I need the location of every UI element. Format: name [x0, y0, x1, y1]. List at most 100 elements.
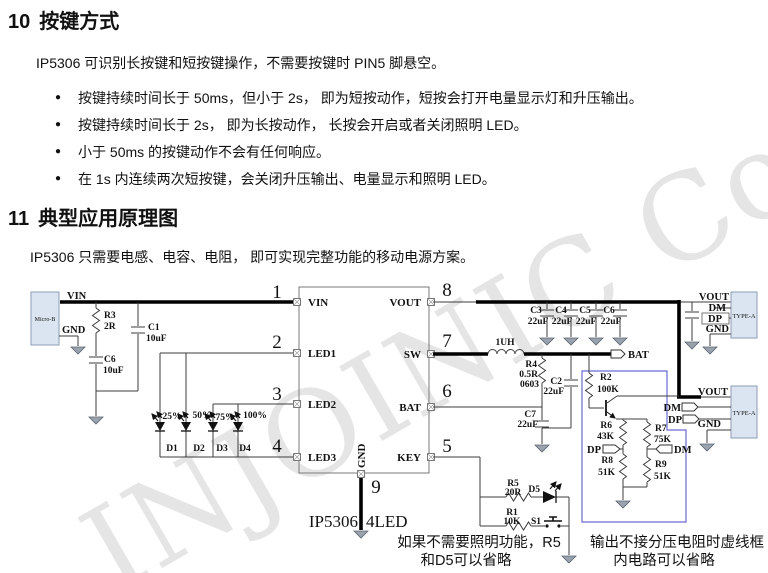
- resistor-r7: [643, 421, 651, 448]
- typea-top-cap: [685, 302, 699, 341]
- led-ref: D1: [166, 444, 178, 454]
- bullet-item: 按键持续时间长于 2s， 即为长按动作， 长按会开启或者关闭照明 LED。: [55, 115, 528, 135]
- divider-dm-label: DM: [674, 445, 692, 456]
- led-d5-arrow: [554, 483, 562, 492]
- ground-symbol: [70, 346, 86, 355]
- pin-number-5: 5: [442, 436, 452, 457]
- led-ref: D4: [239, 444, 251, 454]
- bat-terminal: [610, 349, 626, 359]
- c3-ref: C3: [530, 306, 542, 316]
- ground-symbol: [615, 500, 631, 509]
- pin-number-1: 1: [272, 282, 282, 303]
- ground-symbol: [612, 337, 628, 346]
- ground-symbol: [539, 337, 555, 346]
- c5-value: 22uF: [576, 317, 597, 327]
- ic-label-right: 4LED: [366, 512, 408, 531]
- led-d5-arrow: [549, 481, 557, 490]
- vout-output-network: C3 22uF C4 22uF C5 22uF C6 22uF TYPE-A V…: [433, 291, 758, 399]
- section-10-title: 按键方式: [39, 11, 120, 33]
- r3-ref: R3: [104, 311, 116, 321]
- led-ref: D2: [193, 444, 205, 454]
- resistor-r9: [643, 456, 651, 483]
- r6-ref: R6: [600, 421, 612, 431]
- pin-square: [293, 349, 301, 357]
- section-11-title: 典型应用原理图: [38, 208, 179, 230]
- c6-in-ref: C6: [104, 355, 116, 365]
- bullet-text: 在 1s 内连续两次短按键，会关闭升压输出、电量显示和照明 LED。: [78, 171, 496, 187]
- divider-wires: [616, 418, 648, 500]
- r5-value: 20R: [505, 488, 522, 498]
- typea-bot-vout: VOUT: [698, 387, 728, 398]
- transistor-collector-wire: [606, 395, 679, 404]
- key-note-line1: 如果不需要照明功能，R5: [397, 534, 561, 551]
- usb-divider-network: R2 100K R6 43K R7 75K R8 51K R9 51K DP D…: [581, 354, 692, 523]
- s1-ref: S1: [531, 517, 541, 527]
- led-percent: 50%: [193, 411, 212, 421]
- pin-square: [357, 470, 365, 478]
- r4-package: 0603: [520, 380, 539, 390]
- r3-c6-branch: [89, 302, 103, 391]
- ground-symbol: [561, 555, 577, 564]
- section-11-intro: IP5306 只需要电感、电容、电阻， 即可实现完整功能的移动电源方案。: [30, 249, 475, 265]
- divider-dp-label: DP: [587, 445, 602, 456]
- type-a-bottom-group: TYPE-A VOUT DM DP GND: [664, 385, 758, 452]
- typea-bot-dm: DM: [664, 403, 682, 414]
- ic-pin-gnd: GND: [356, 444, 368, 469]
- bullet-item: 按键持续时间长于 50ms，但小于 2s， 即为短按动作，短按会打开电量显示灯和…: [55, 88, 643, 108]
- r1-value: 10K: [504, 517, 522, 527]
- c1-value: 10uF: [146, 334, 167, 344]
- resistor-r8: [619, 453, 627, 480]
- r9-ref: R9: [655, 460, 667, 470]
- c2-ref: C2: [550, 377, 562, 387]
- r2-value: 100K: [597, 385, 619, 395]
- pin-number-6: 6: [442, 381, 452, 402]
- typea-top-vout: VOUT: [699, 292, 729, 303]
- c4-value: 22uF: [552, 317, 573, 327]
- pin-number-8: 8: [442, 280, 452, 301]
- c1-ref: C1: [148, 323, 160, 333]
- ic-pin-key: KEY: [397, 452, 421, 464]
- output-cap-bank: [540, 302, 627, 337]
- input-gnd-rail: [95, 390, 138, 416]
- resistor-r4: [538, 357, 546, 384]
- key-wires: [433, 456, 570, 555]
- c7-ref: C7: [524, 410, 536, 420]
- resistor-r2: [585, 372, 593, 399]
- optional-circuit-outline: [581, 370, 687, 523]
- r2-leads: [588, 354, 604, 409]
- pin-number-4: 4: [272, 436, 282, 457]
- typea-bot-gnd-wire: [706, 429, 731, 443]
- section-11-heading: 11 典型应用原理图: [8, 202, 178, 231]
- type-a-connector-bottom: [730, 385, 758, 439]
- r8-value: 51K: [598, 468, 616, 478]
- pin-number-3: 3: [272, 384, 282, 405]
- type-a-bottom-label: TYPE-A: [732, 410, 755, 417]
- pin-square: [293, 400, 301, 408]
- r8-ref: R8: [601, 456, 613, 466]
- gnd-wire: [59, 335, 79, 346]
- c6-out-ref: C6: [603, 306, 615, 316]
- resistor-r6: [619, 419, 627, 446]
- pin-square: [293, 453, 301, 461]
- c5-ref: C5: [579, 306, 591, 316]
- r5-ref: R5: [507, 479, 519, 489]
- c1-branch: [131, 302, 145, 391]
- micro-b-label: Micro-B: [35, 317, 56, 323]
- type-a-top-label: TYPE-A: [732, 313, 755, 320]
- r7-ref: R7: [655, 424, 667, 434]
- dp-terminal: [682, 414, 700, 424]
- ic-pin-bat: BAT: [399, 402, 421, 414]
- bullet-item: 小于 50ms 的按键动作不会有任何响应。: [55, 142, 330, 162]
- c2-value: 22uF: [543, 387, 564, 397]
- typea-bot-gnd: GND: [698, 419, 722, 430]
- c6-in-value: 10uF: [103, 366, 124, 376]
- led-d5: [543, 491, 556, 503]
- dm-terminal: [681, 402, 699, 412]
- ic-pin-led2: LED2: [308, 399, 337, 411]
- pin-number-9: 9: [371, 477, 381, 498]
- ic-ip5306: VIN LED1 LED2 LED3 VOUT SW BAT KEY GND 1…: [272, 280, 452, 539]
- typea-top-gnd: GND: [706, 324, 730, 335]
- led-indicator-network: 25% 50% 75% 100% D1 D2 D3 D4: [152, 352, 294, 458]
- bullet-text: 小于 50ms 的按键动作不会有任何响应。: [78, 144, 331, 160]
